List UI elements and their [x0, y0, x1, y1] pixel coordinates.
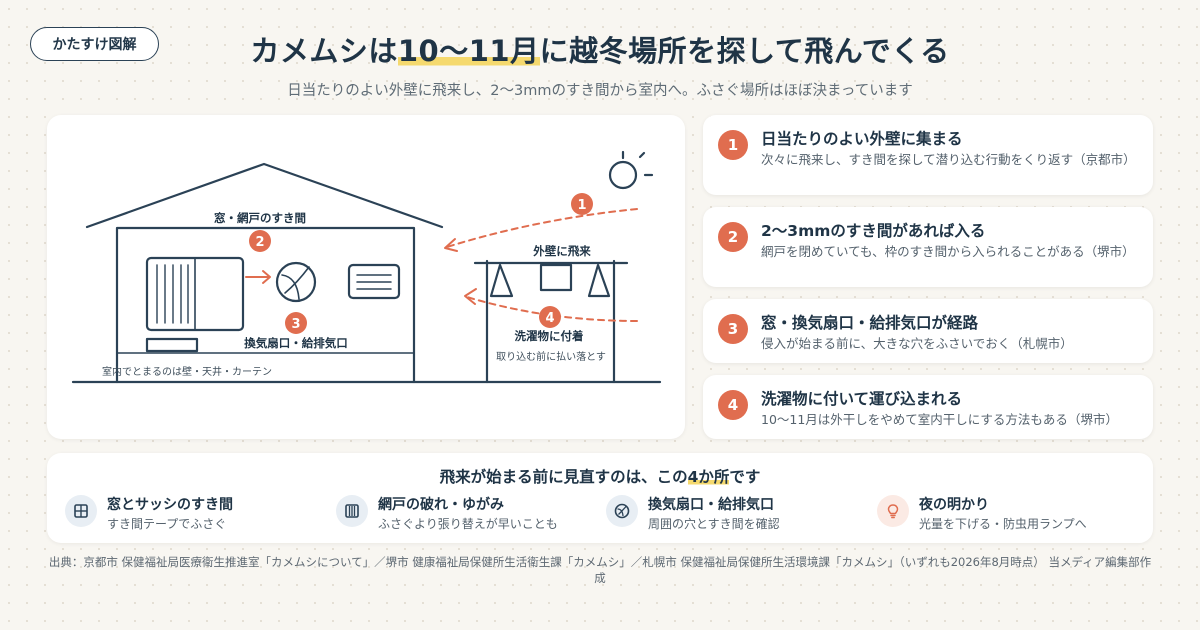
step-title: 窓・換気扇口・給排気口が経路 — [761, 314, 979, 332]
source-credit: 出典：京都市 保健福祉局医療衛生推進室「カメムシについて」／堺市 健康福祉局保健… — [48, 555, 1152, 585]
laundry-cloth-3 — [587, 263, 611, 298]
step-title: 2〜3mmのすき間があれば入る — [761, 222, 986, 240]
label-room-note: 室内でとまるのは壁・天井・カーテン — [102, 365, 272, 378]
step-card-4: 4 洗濯物に付いて運び込まれる 10〜11月は外干しをやめて室内干しにする方法も… — [703, 375, 1153, 439]
roof-line — [85, 162, 444, 229]
label-laundry-note: 取り込む前に払い落とす — [496, 350, 606, 363]
marker-4: 4 — [539, 306, 561, 328]
marker-1: 1 — [571, 193, 593, 215]
checklist-item-title: 網戸の破れ・ゆがみ — [378, 497, 504, 513]
step-number: 3 — [718, 314, 748, 344]
window-icon — [65, 495, 97, 527]
checklist-item-desc: 光量を下げる・防虫用ランプへ — [919, 517, 1087, 531]
checklist-item-light: 夜の明かり 光量を下げる・防虫用ランプへ — [877, 493, 1137, 533]
checklist-title-suffix: です — [729, 468, 761, 486]
screen-icon — [336, 495, 368, 527]
checklist-item-title: 夜の明かり — [919, 497, 989, 513]
title-highlight: 10〜11月 — [397, 34, 540, 68]
checklist-panel: 飛来が始まる前に見直すのは、この4か所です 窓とサッシのすき間 すき間テープでふ… — [47, 453, 1153, 543]
step-card-1: 1 日当たりのよい外壁に集まる 次々に飛来し、すき間を探して潜り込む行動をくり返… — [703, 115, 1153, 195]
step-card-2: 2 2〜3mmのすき間があれば入る 網戸を閉めていても、枠のすき間から入られるこ… — [703, 207, 1153, 287]
step-number: 1 — [718, 130, 748, 160]
step-number: 2 — [718, 222, 748, 252]
house-wall — [115, 226, 416, 384]
bulb-icon — [877, 495, 909, 527]
fan-icon — [606, 495, 638, 527]
marker-2: 2 — [249, 230, 271, 252]
title-prefix: カメムシは — [250, 34, 398, 68]
step-title: 洗濯物に付いて運び込まれる — [761, 390, 963, 408]
brand-badge: かたすけ図解 — [30, 27, 159, 61]
label-window-gap: 窓・網戸のすき間 — [214, 211, 306, 225]
marker-2-label: 2 — [255, 235, 264, 250]
label-wall-arrival: 外壁に飛来 — [532, 244, 591, 258]
vent-grille — [347, 263, 401, 300]
title-suffix: に越冬場所を探して飛んでくる — [539, 34, 950, 68]
checklist-item-desc: ふさぐより張り替えが早いことも — [378, 517, 558, 531]
marker-1-label: 1 — [577, 198, 586, 213]
step-desc: 網戸を閉めていても、枠のすき間から入られることがある（堺市） — [761, 244, 1135, 259]
flight-arrow-wall — [446, 208, 638, 248]
window-sill — [145, 337, 199, 353]
step-desc: 10〜11月は外干しをやめて室内干しにする方法もある（堺市） — [761, 412, 1118, 427]
step-desc: 次々に飛来し、すき間を探して潜り込む行動をくり返す（京都市） — [761, 152, 1136, 167]
checklist-title-prefix: 飛来が始まる前に見直すのは、この — [439, 468, 688, 486]
marker-4-label: 4 — [545, 311, 554, 326]
checklist-title: 飛来が始まる前に見直すのは、この4か所です — [47, 465, 1153, 487]
vent-fan — [275, 261, 317, 303]
checklist-item-screen: 網戸の破れ・ゆがみ ふさぐより張り替えが早いことも — [336, 493, 596, 533]
checklist-item-title: 窓とサッシのすき間 — [107, 497, 233, 513]
house-diagram: 1 2 3 4 窓・網戸のすき間 換気扇口・給排気口 室内でとまるのは壁・天井・… — [71, 150, 662, 384]
step-title: 日当たりのよい外壁に集まる — [761, 130, 963, 148]
label-laundry: 洗濯物に付着 — [515, 329, 584, 343]
step-desc: 侵入が始まる前に、大きな穴をふさいでおく（札幌市） — [761, 336, 1073, 351]
marker-3-label: 3 — [291, 317, 300, 332]
checklist-item-desc: すき間テープでふさぐ — [107, 517, 227, 531]
sun-icon — [608, 160, 638, 190]
checklist-item-vent: 換気扇口・給排気口 周囲の穴とすき間を確認 — [606, 493, 866, 533]
diagram-panel: 1 2 3 4 窓・網戸のすき間 換気扇口・給排気口 室内でとまるのは壁・天井・… — [47, 115, 685, 439]
page-title: カメムシは10〜11月に越冬場所を探して飛んでくる — [0, 28, 1200, 70]
checklist-item-title: 換気扇口・給排気口 — [648, 497, 774, 513]
page-subtitle: 日当たりのよい外壁に飛来し、2〜3mmのすき間から室内へ。ふさぐ場所はほぼ決まっ… — [287, 83, 913, 99]
checklist-item-desc: 周囲の穴とすき間を確認 — [648, 517, 780, 531]
checklist-item-window: 窓とサッシのすき間 すき間テープでふさぐ — [65, 493, 325, 533]
laundry-cloth-1 — [489, 263, 514, 298]
checklist-title-highlight: 4か所 — [687, 468, 730, 486]
label-vent: 換気扇口・給排気口 — [244, 336, 348, 350]
step-card-3: 3 窓・換気扇口・給排気口が経路 侵入が始まる前に、大きな穴をふさいでおく（札幌… — [703, 299, 1153, 363]
step-number: 4 — [718, 390, 748, 420]
laundry-cloth-2 — [539, 263, 573, 292]
marker-3: 3 — [285, 312, 307, 334]
